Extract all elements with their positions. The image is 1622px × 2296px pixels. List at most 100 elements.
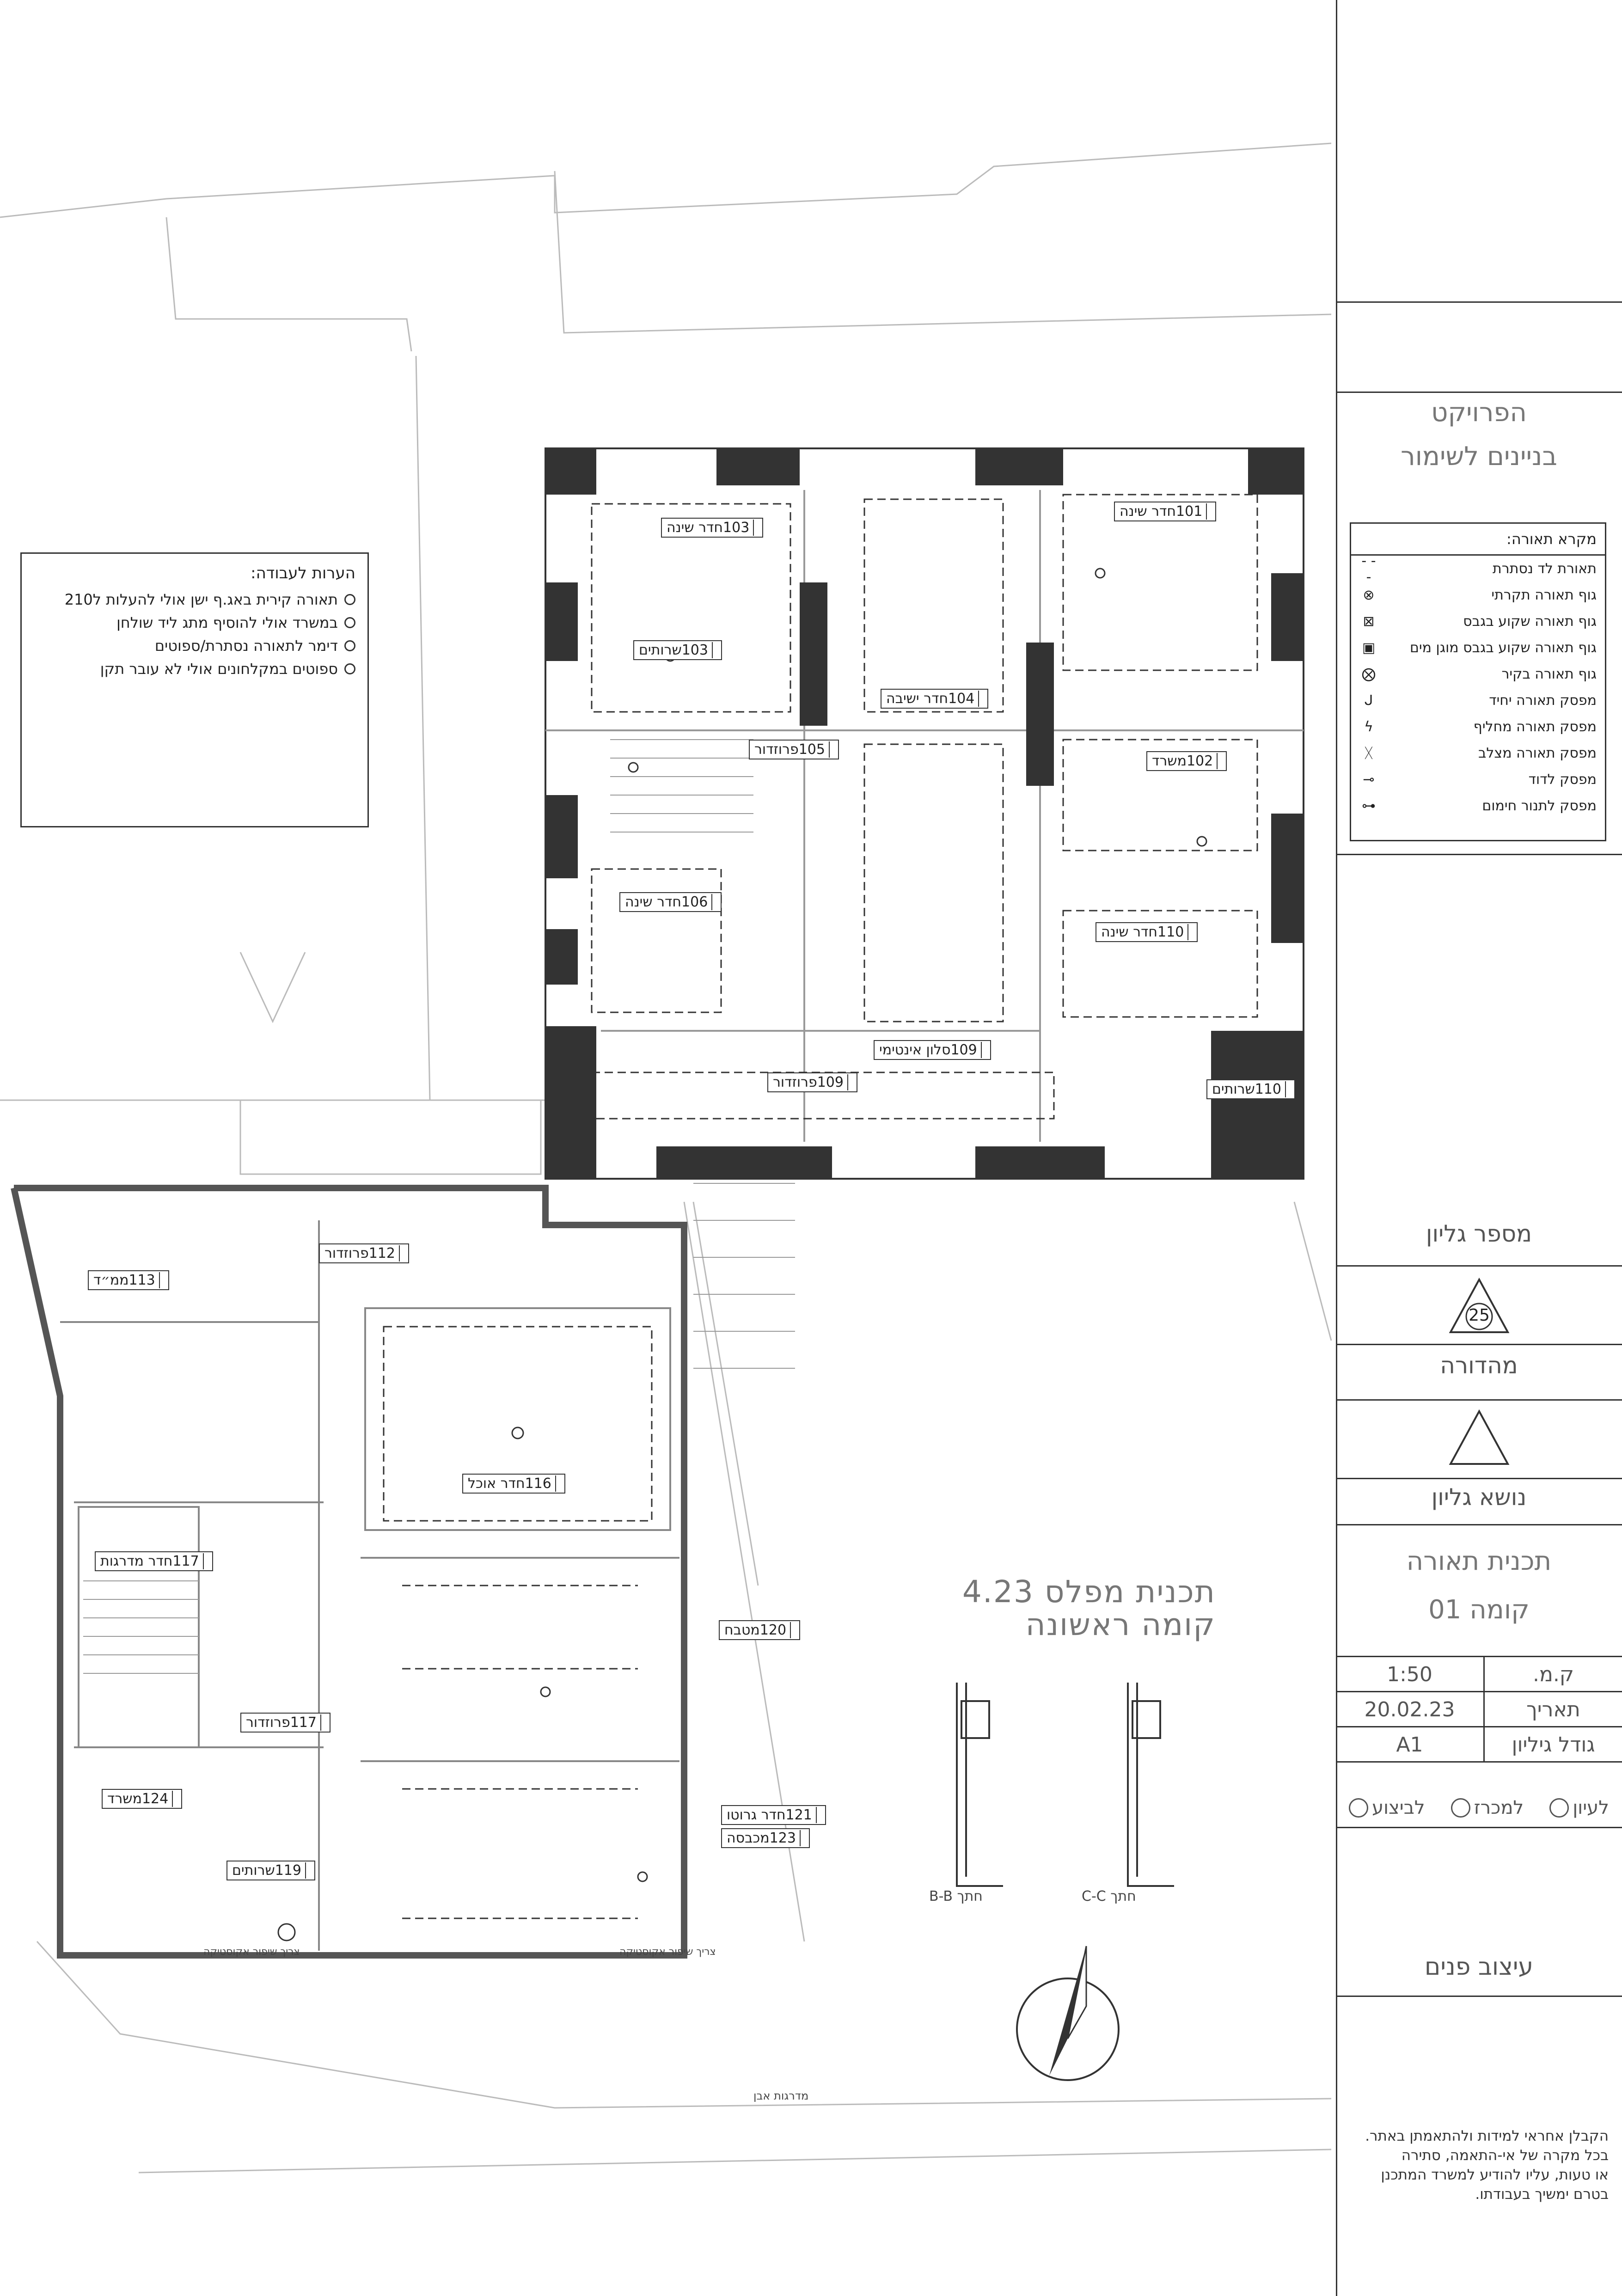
room-label: 117חדר מדרגות xyxy=(95,1551,213,1571)
status-tender[interactable]: למכרז xyxy=(1451,1797,1524,1818)
note-item: במשרד אולי להוסיף מתג ליד שולחן xyxy=(34,614,355,631)
project-name: בניינים לשימור xyxy=(1401,441,1557,471)
bullet-icon xyxy=(344,640,355,651)
ceiling-light-icon: ⊗ xyxy=(1363,587,1375,603)
design-label: עיצוב פנים xyxy=(1424,1953,1534,1981)
stairs-annotation: מדרגות אבן xyxy=(753,2089,809,2102)
date-value: 20.02.23 xyxy=(1364,1698,1455,1721)
status-construction[interactable]: לביצוע xyxy=(1349,1797,1425,1818)
room-label: 109פרוזדור xyxy=(767,1072,857,1092)
date-row: תאריך 20.02.23 xyxy=(1336,1692,1622,1727)
date-label: תאריך xyxy=(1483,1692,1622,1726)
cross-switch-icon: ᚷ xyxy=(1365,745,1373,761)
room-label: 119שרותים xyxy=(226,1861,315,1880)
subject-line1: תכנית תאורה xyxy=(1406,1546,1552,1576)
subject-label-cell xyxy=(1337,1479,1622,1525)
project-cell xyxy=(1337,303,1622,393)
project-label: הפרויקט xyxy=(1431,398,1527,428)
title-block xyxy=(1336,0,1622,2296)
subject-label: נושא גליון xyxy=(1431,1484,1527,1511)
room-label: 103חדר שינה xyxy=(661,518,764,538)
disclaimer-line: בכל מקרה של אי-התאמה, סתירה xyxy=(1401,2147,1609,2164)
note-item: דימר לתאורה נסתרת/ספוטים xyxy=(34,637,355,655)
legend-item: גוף תאורה תקרתי⊗ xyxy=(1351,582,1605,608)
changeover-switch-icon: ϟ xyxy=(1364,719,1373,735)
plan-title-line1: תכנית מפלס 4.23 xyxy=(962,1574,1216,1610)
sheet-number: 25 xyxy=(1469,1306,1490,1325)
room-label: 101חדר שינה xyxy=(1114,502,1217,521)
section-bb-label: חתך B-B xyxy=(929,1888,983,1904)
scale-value: 1:50 xyxy=(1387,1663,1432,1686)
acoustic-annotation: צריך שיפור אקוסטיקה xyxy=(203,1946,300,1958)
status-review[interactable]: לעיון xyxy=(1549,1797,1609,1818)
bullet-icon xyxy=(344,617,355,628)
legend-item: מפסק לדוד⊸ xyxy=(1351,766,1605,793)
room-label: 121חדר גרוטו xyxy=(721,1805,826,1825)
disclaimer-line: הקבלן אחראי למידות ולהתאמתן באתר. xyxy=(1365,2128,1609,2144)
lighting-legend: מקרא תאורה: תאורת לד נסתרת- - - גוף תאור… xyxy=(1350,522,1606,841)
sheet-number-label-cell xyxy=(1337,1211,1622,1267)
dashed-line-icon: - - - xyxy=(1361,552,1376,585)
room-label: 112פרוזדור xyxy=(319,1243,409,1263)
boiler-switch-icon: ⊸ xyxy=(1363,771,1375,788)
note-item: ספוטים במקלחונים אולי לא עובר תקן xyxy=(34,660,355,678)
room-label: 120מטבח xyxy=(719,1620,801,1640)
checkbox-icon[interactable] xyxy=(1451,1798,1470,1818)
recessed-light-icon: ⊠ xyxy=(1363,613,1375,630)
bullet-icon xyxy=(344,594,355,605)
single-switch-icon: ᒍ xyxy=(1364,692,1373,709)
north-arrow-icon xyxy=(1016,1946,1120,2081)
floor-plan-drawing: 103חדר שינה 103שרותים 104חדר ישיבה 101חד… xyxy=(0,142,1332,2174)
bullet-icon xyxy=(344,663,355,674)
acoustic-annotation: צריך שיפור אקוסטיקה xyxy=(619,1946,716,1958)
design-cell xyxy=(1337,1941,1622,1997)
section-cc-label: חתך C-C xyxy=(1082,1888,1136,1904)
room-label: 104חדר ישיבה xyxy=(881,689,989,709)
room-label: 109סלון אינטימי xyxy=(874,1040,991,1060)
room-label: 123מכבסה xyxy=(721,1828,810,1848)
legend-item: מפסק לתנור חימום⊶ xyxy=(1351,793,1605,819)
room-label: 103שרותים xyxy=(633,640,722,660)
sheet-number-cell xyxy=(1337,1267,1622,1345)
checkbox-icon[interactable] xyxy=(1549,1798,1569,1818)
room-label: 102משרד xyxy=(1146,751,1227,771)
heater-switch-icon: ⊶ xyxy=(1362,798,1376,814)
room-label: 113ממ״ד xyxy=(88,1270,169,1290)
subject-line2: קומה 01 xyxy=(1428,1595,1530,1625)
title-block-blank xyxy=(1337,0,1622,303)
plan-title-line2: קומה ראשונה xyxy=(1025,1607,1216,1642)
legend-item: גוף תאורה שקוע בגבס⊠ xyxy=(1351,608,1605,635)
scale-label: ק.מ. xyxy=(1483,1657,1622,1691)
disclaimer-line: או טעות, עליו להודיע למשרד המתכנן xyxy=(1381,2167,1609,2183)
notes-title: הערות לעבודה: xyxy=(251,564,355,582)
revision-triangle-icon xyxy=(1449,1409,1510,1465)
legend-item: גוף תאורה בקיר⨂ xyxy=(1351,661,1605,687)
waterproof-light-icon: ▣ xyxy=(1362,640,1376,656)
revision-label-cell xyxy=(1337,1345,1622,1401)
legend-title: מקרא תאורה: xyxy=(1351,524,1605,556)
wall-light-icon: ⨂ xyxy=(1362,666,1376,682)
room-label: 110שרותים xyxy=(1206,1079,1295,1099)
status-row: לעיון למכרז לביצוע xyxy=(1336,1789,1622,1828)
checkbox-icon[interactable] xyxy=(1349,1798,1369,1818)
disclaimer: הקבלן אחראי למידות ולהתאמתן באתר. בכל מק… xyxy=(1345,2126,1609,2204)
subject-cell xyxy=(1337,1525,1622,1657)
size-label: גודל גיליון xyxy=(1483,1727,1622,1761)
room-label: 117פרוזדור xyxy=(240,1713,331,1733)
sheet-number-triangle-icon xyxy=(1449,1277,1510,1333)
work-notes-box: הערות לעבודה: תאורה קירית באג.ף ישן אולי… xyxy=(20,552,369,827)
room-label: 110חדר שינה xyxy=(1096,922,1198,942)
room-label: 124משרד xyxy=(102,1789,183,1809)
room-label: 106חדר שינה xyxy=(619,892,722,912)
note-item: תאורה קירית באג.ף ישן אולי להעלות ל210 xyxy=(34,591,355,608)
legend-cell xyxy=(1337,393,1622,855)
scale-row: ק.מ. 1:50 xyxy=(1336,1657,1622,1692)
legend-item: תאורת לד נסתרת- - - xyxy=(1351,552,1605,585)
revision-cell xyxy=(1337,1401,1622,1479)
plan-title: תכנית מפלס 4.23 קומה ראשונה xyxy=(901,1574,1216,1642)
legend-item: גוף תאורה שקוע בגבס מוגן מים▣ xyxy=(1351,635,1605,661)
